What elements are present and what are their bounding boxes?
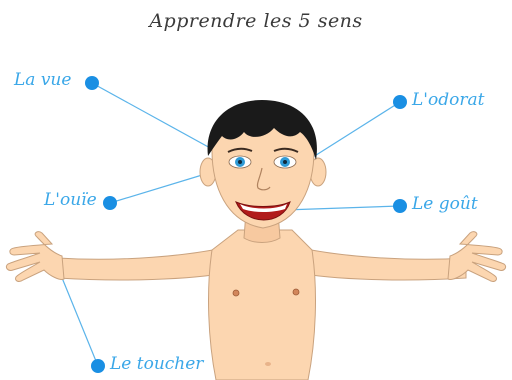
dot-gout xyxy=(393,199,407,213)
connector-toucher xyxy=(58,268,98,366)
label-ouie: L'ouïe xyxy=(44,190,97,210)
label-gout: Le goût xyxy=(412,194,478,214)
dot-toucher xyxy=(91,359,105,373)
label-toucher: Le toucher xyxy=(110,354,203,374)
right-pupil xyxy=(283,160,287,164)
right-hand xyxy=(448,232,506,282)
dot-vue xyxy=(85,76,99,90)
label-vue: La vue xyxy=(14,70,71,90)
torso xyxy=(209,230,316,380)
dot-ouie xyxy=(103,196,117,210)
right-nipple xyxy=(293,289,299,295)
connector-ouie xyxy=(110,172,212,203)
left-nipple xyxy=(233,290,239,296)
connector-gout xyxy=(284,206,400,210)
left-arm xyxy=(58,246,232,280)
left-hand xyxy=(6,232,64,282)
navel xyxy=(265,362,271,366)
dot-odorat xyxy=(393,95,407,109)
right-arm xyxy=(292,246,466,280)
label-odorat: L'odorat xyxy=(412,90,484,110)
left-pupil xyxy=(238,160,242,164)
